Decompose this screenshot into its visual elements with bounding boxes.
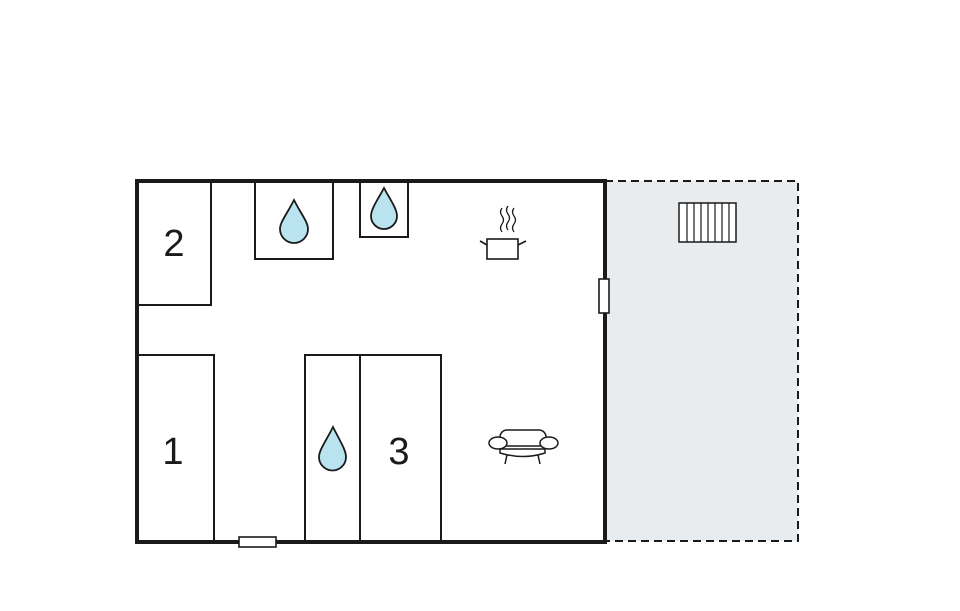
bedroom-3-outline [359, 354, 442, 543]
bbq-grill-icon [678, 202, 737, 243]
utility-sink [359, 180, 409, 238]
bedroom-1-outline [136, 354, 215, 543]
bedroom-1-label: 1 [162, 431, 183, 473]
bedroom-2-outline [136, 180, 212, 306]
bedroom-3-label: 3 [388, 431, 409, 473]
sofa-icon [488, 429, 559, 465]
house-outer-wall [135, 179, 607, 544]
entrance-door [238, 536, 277, 548]
window-right [598, 278, 610, 314]
cooking-pot-icon [479, 205, 527, 260]
bedroom-2-label: 2 [163, 223, 184, 265]
water-drop-icon [279, 197, 309, 244]
bathroom-top [254, 180, 334, 260]
water-drop-icon [318, 424, 347, 472]
water-drop-icon [370, 186, 398, 230]
